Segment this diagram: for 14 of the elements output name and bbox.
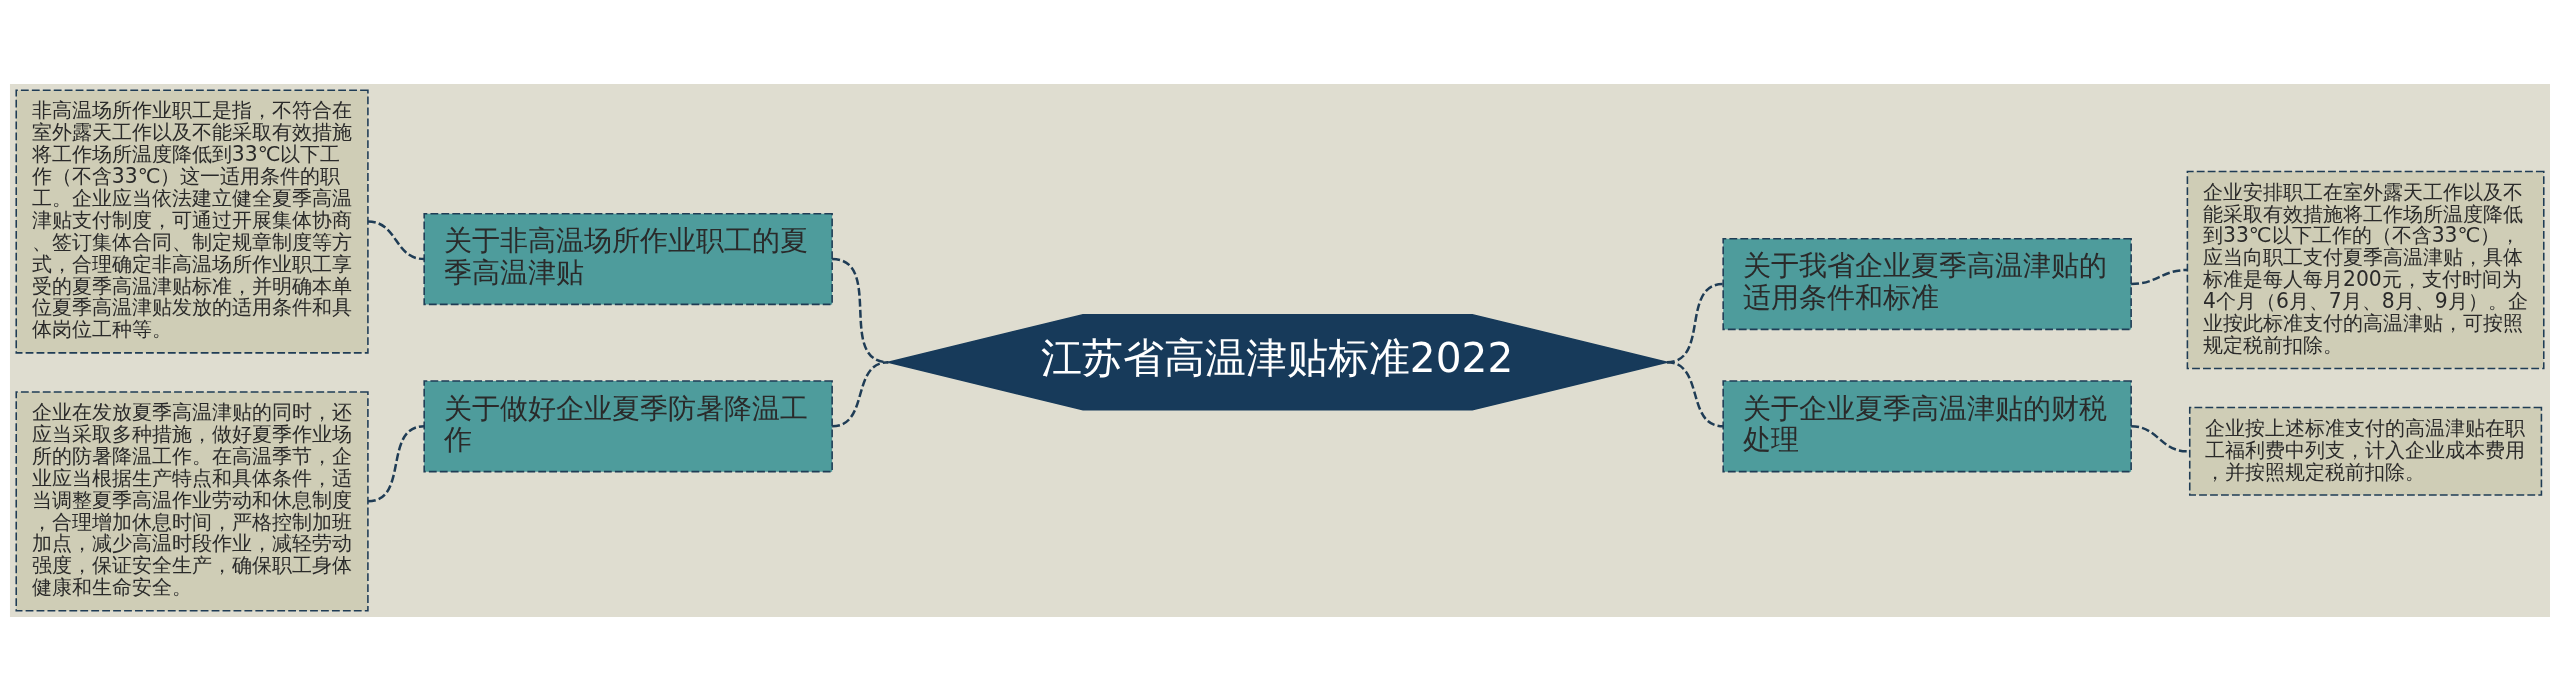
node-box: 关于我省企业夏季高温津贴的适用条件和标准	[1722, 237, 2132, 330]
node-box: 关于做好企业夏季防暑降温工作	[423, 379, 833, 472]
connector	[367, 219, 425, 260]
node-box: 企业在发放夏季高温津贴的同时，还应当采取多种措施，做好夏季作业场所的防暑降温工作。在高温季节，企业应当根据生产特点和具体条件，适当调整夏季高温作业劳动和休息制度，合理增加休息时间，严格控制加班加点，减少高温时段作业，减轻劳动强度，保证安全生产，确保职工身体健康和生命安全。	[15, 390, 369, 612]
node-box: 非高温场所作业职工是指，不符合在室外露天工作以及不能采取有效措施将工作场所温度降低到33℃以下工作（不含33℃）这一适用条件的职工。企业应当依法建立健全夏季高温津贴支付制度，可通过开展集体协商、签订集体合同、制定规章制度等方式，合理确定非高温场所作业职工享受的夏季高温津贴标准，并明确本单位夏季高温津贴发放的适用条件和具体岗位工种等。	[15, 88, 369, 354]
connector	[831, 360, 889, 428]
node-box: 关于非高温场所作业职工的夏季高温津贴	[423, 212, 833, 305]
connector	[367, 424, 425, 503]
node-box: 关于企业夏季高温津贴的财税处理	[1722, 379, 2132, 472]
connector	[1666, 360, 1724, 428]
connector	[2131, 268, 2188, 285]
connector	[2131, 424, 2188, 453]
node-box: 企业安排职工在室外露天工作以及不能采取有效措施将工作场所温度降低到33℃以下工作的（不含33℃），应当向职工支付夏季高温津贴，具体标准是每人每月200元，支付时间为4个月（6月、7月、8月、9月）。企业按此标准支付的高温津贴，可按照规定税前扣除。	[2186, 170, 2545, 369]
node-box: 企业按上述标准支付的高温津贴在职工福利费中列支，计入企业成本费用，并按照规定税前扣除。	[2188, 406, 2543, 496]
